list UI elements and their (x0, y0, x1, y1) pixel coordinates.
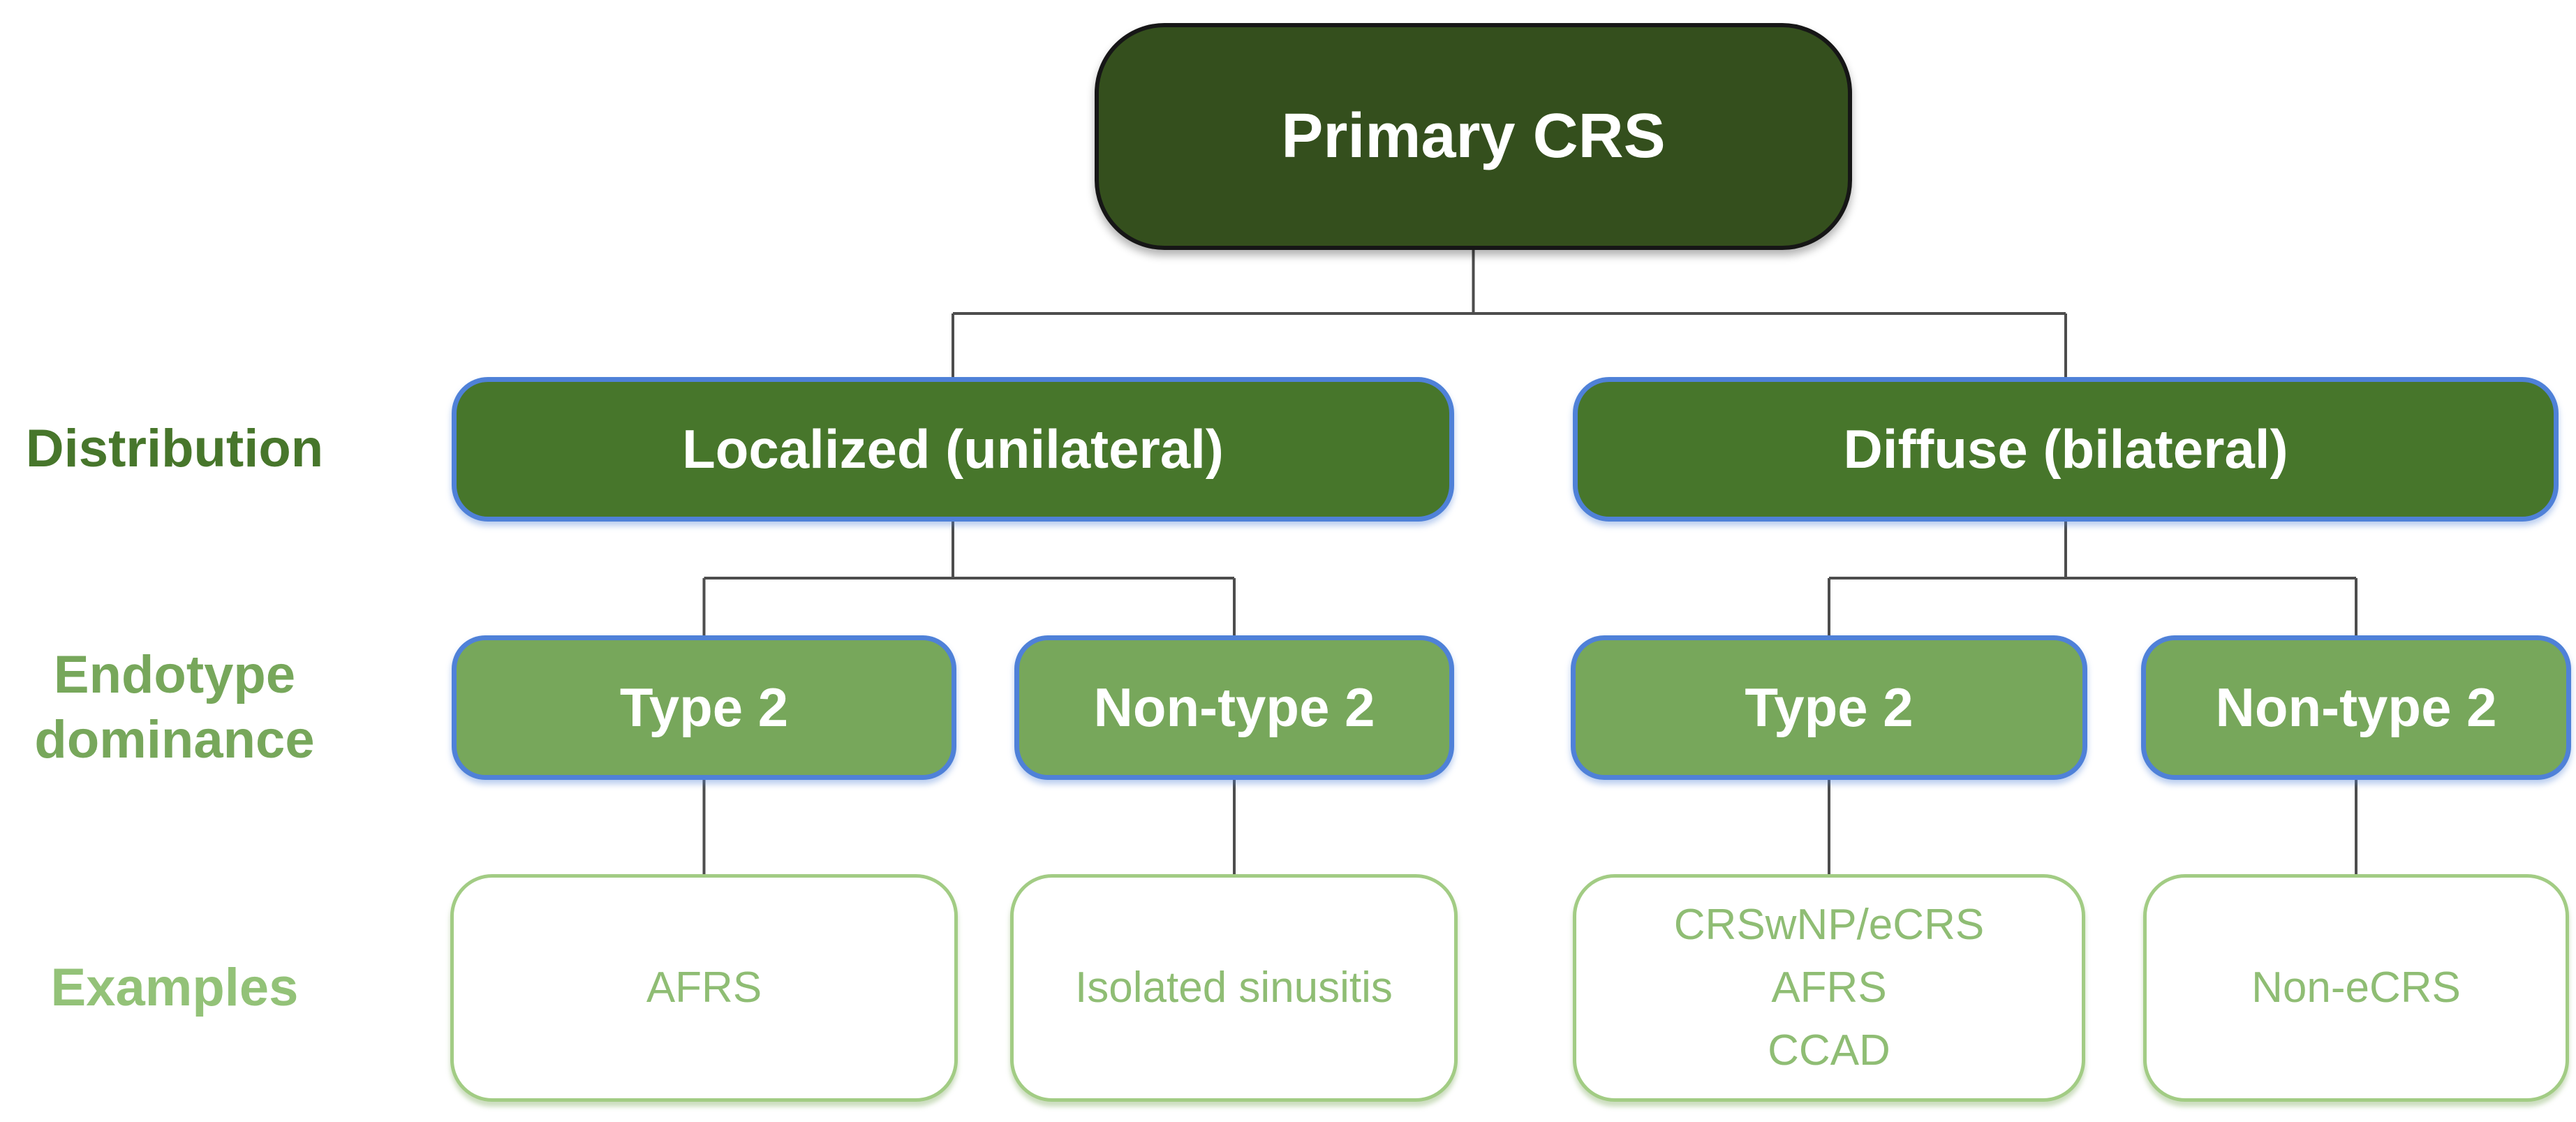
node-example-isolated-sinusitis-label: Isolated sinusitis (1075, 964, 1393, 1012)
node-example-non-ecrs-label: Non-eCRS (2251, 964, 2461, 1012)
node-localized-unilateral: Localized (unilateral) (452, 377, 1454, 522)
node-type2-diffuse-label: Type 2 (1745, 677, 1914, 738)
node-example-afrs: AFRS (450, 874, 958, 1102)
row-label-endotype-dominance: Endotype dominance (34, 644, 315, 769)
node-primary-crs-label: Primary CRS (1281, 101, 1666, 171)
node-diffuse-bilateral: Diffuse (bilateral) (1573, 377, 2559, 522)
node-primary-crs: Primary CRS (1095, 23, 1852, 250)
node-nontype2-localized: Non-type 2 (1014, 635, 1454, 780)
node-nontype2-diffuse-label: Non-type 2 (2215, 677, 2497, 738)
node-diffuse-bilateral-label: Diffuse (bilateral) (1843, 418, 2288, 480)
node-nontype2-localized-label: Non-type 2 (1093, 677, 1375, 738)
row-label-distribution: Distribution (25, 419, 324, 479)
node-localized-unilateral-label: Localized (unilateral) (682, 418, 1224, 480)
node-example-crswnp-ecrs-afrs-ccad-label: CRSwNP/eCRS AFRS CCAD (1673, 901, 1985, 1075)
node-type2-localized-label: Type 2 (619, 677, 789, 738)
node-nontype2-diffuse: Non-type 2 (2141, 635, 2571, 780)
node-example-isolated-sinusitis: Isolated sinusitis (1010, 874, 1458, 1102)
node-example-crswnp-ecrs-afrs-ccad: CRSwNP/eCRS AFRS CCAD (1573, 874, 2085, 1102)
row-label-examples: Examples (50, 957, 299, 1017)
node-example-non-ecrs: Non-eCRS (2143, 874, 2569, 1102)
node-type2-localized: Type 2 (452, 635, 956, 780)
node-example-afrs-label: AFRS (646, 964, 762, 1012)
node-type2-diffuse: Type 2 (1571, 635, 2087, 780)
